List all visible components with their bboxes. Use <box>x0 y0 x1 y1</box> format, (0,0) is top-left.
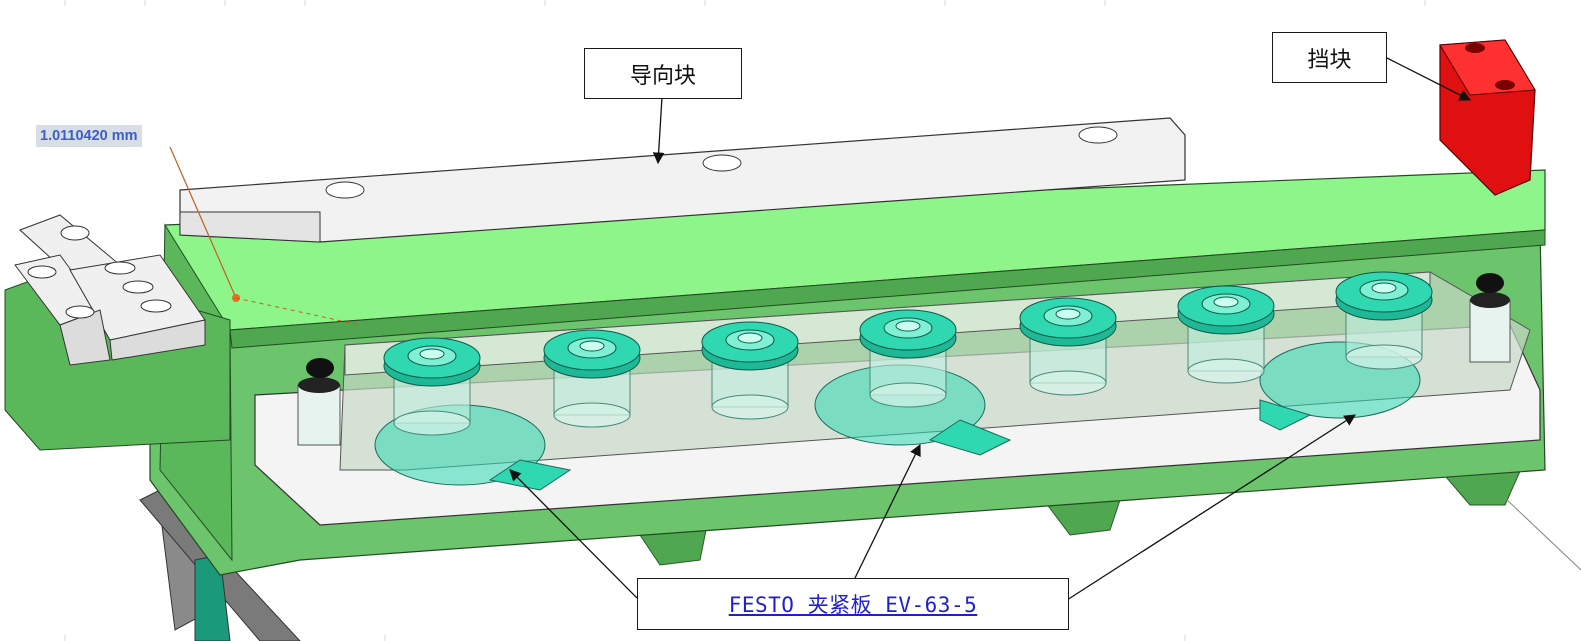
cylinder-center <box>895 320 921 332</box>
cylinder-base <box>1187 358 1265 384</box>
stop-block-part <box>1439 39 1536 196</box>
cylinder-base <box>1029 370 1107 396</box>
measurement-marker <box>169 146 361 326</box>
callout-stop-block: 挡块 <box>1272 32 1387 83</box>
arrow-icon <box>1384 56 1472 101</box>
arrow-icon <box>854 443 921 579</box>
callout-guide-block: 导向块 <box>584 48 742 99</box>
cylinder-center <box>1055 308 1081 320</box>
cylinder-center <box>419 348 445 360</box>
bumpers <box>297 273 1511 446</box>
measurement-readout: 1.0110420 mm <box>36 125 142 147</box>
guide-block-part <box>179 117 1186 243</box>
arrow-icon <box>1066 414 1356 601</box>
callout-festo-clamp-link[interactable]: FESTO 夹紧板 EV-63-5 <box>728 593 978 617</box>
cylinder-center <box>737 332 763 344</box>
arrow-icon <box>652 96 665 165</box>
cylinder-base <box>869 382 947 408</box>
arrow-icon <box>509 469 638 599</box>
cylinder-center <box>1213 296 1239 308</box>
left-brackets <box>4 214 231 451</box>
viewport-ticks <box>64 0 1426 641</box>
cylinder-base <box>393 410 471 436</box>
cylinder-center <box>1371 282 1397 294</box>
callout-stop-block-text: 挡块 <box>1307 47 1352 73</box>
leader-lines <box>509 56 1581 601</box>
callout-guide-block-text: 导向块 <box>629 63 696 89</box>
cylinder-center <box>579 340 605 352</box>
callout-festo-clamp[interactable]: FESTO 夹紧板 EV-63-5 <box>637 578 1069 630</box>
cylinder-base <box>711 394 789 420</box>
clamp-cylinders <box>383 271 1433 436</box>
cylinder-base <box>553 402 631 428</box>
cylinder-base <box>1345 344 1423 370</box>
